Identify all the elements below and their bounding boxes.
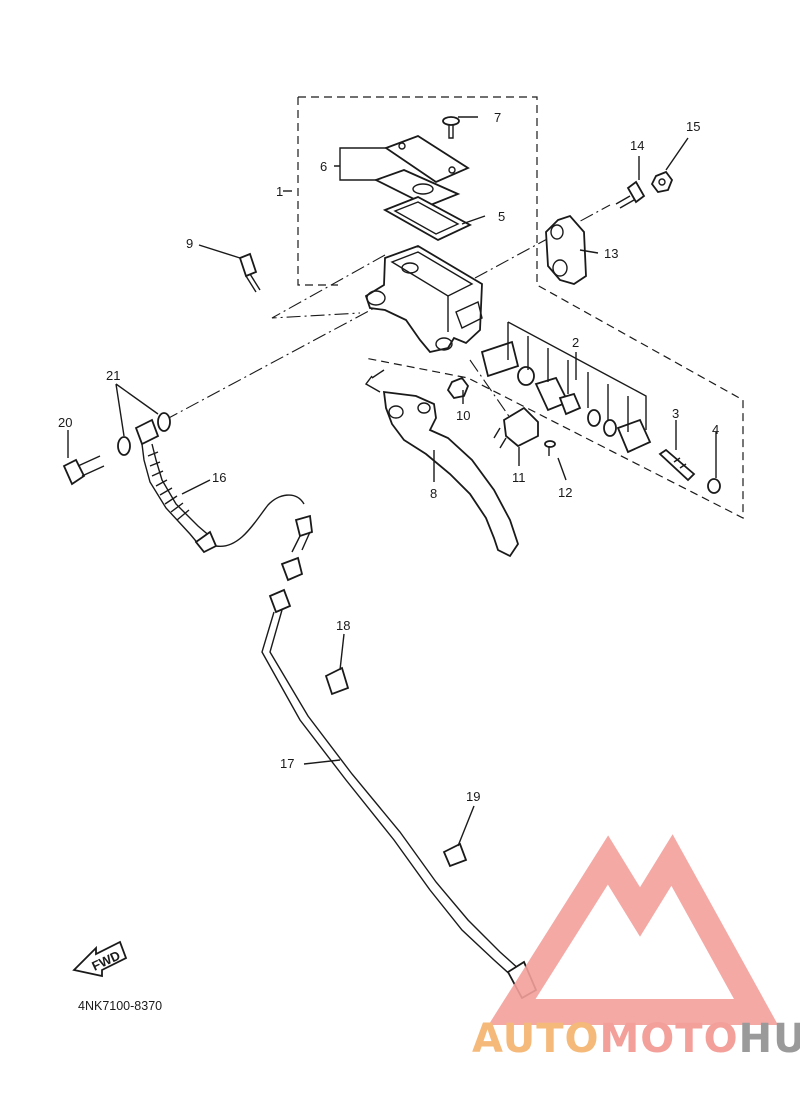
callout-7: 7 [494,110,501,125]
callout-6: 6 [320,159,327,174]
part-5-diaphragm [382,196,473,242]
callout-14: 14 [630,138,644,153]
part-12-screw [544,440,556,456]
axis-line-reservoir [271,254,386,319]
automotohub-logo: AUTOMOTOHUB [472,834,800,1062]
watermark-part-moto: MOTO [600,1016,739,1062]
callout-12: 12 [558,485,572,500]
callout-1: 1 [276,184,283,199]
axis-line-switch [469,359,516,426]
part-6-cover-plate [373,134,470,207]
part-7-screw [442,116,460,139]
callout-4: 4 [712,422,719,437]
part-15-nut [650,170,674,193]
part-21-copper-washers [117,412,171,456]
callout-13: 13 [604,246,618,261]
callout-17: 17 [280,756,294,771]
part-18-clamp [324,666,350,696]
callout-21: 21 [106,368,120,383]
callout-5: 5 [498,209,505,224]
callout-3: 3 [672,406,679,421]
part-2-piston-kit [480,321,652,454]
callout-16: 16 [212,470,226,485]
part-11-clutch-switch [493,406,539,449]
assembly-1-boundary [297,96,744,519]
axis-line-bracket [474,204,611,279]
callout-8: 8 [430,486,437,501]
callout-9: 9 [186,236,193,251]
callout-11: 11 [512,470,526,485]
axis-line-hose [164,304,381,421]
watermark-part-auto: AUTO [472,1016,600,1062]
callout-2: 2 [572,335,579,350]
master-cylinder-body [364,245,483,353]
part-17-clutch-pipe [261,588,538,1000]
callout-labels: 1 2 3 4 5 6 7 8 9 10 11 12 13 14 15 16 1… [58,110,719,804]
part-4-dust-boot [707,478,721,494]
watermark-part-hub: HUB [739,1016,800,1062]
part-14-bolt [615,180,646,209]
part-9-bolt [238,252,261,293]
part-8-clutch-lever [364,369,519,558]
callout-20: 20 [58,415,72,430]
callout-15: 15 [686,119,700,134]
callout-10: 10 [456,408,470,423]
part-3-push-rod [658,448,696,482]
diagram-code: 4NK7100-8370 [78,999,162,1013]
part-16-clutch-hose [134,418,313,582]
watermark-logo-mark [488,834,779,1025]
part-19-clamp [442,842,468,868]
watermark-text: AUTOMOTOHUB [472,1016,800,1062]
part-13-holder [545,214,587,285]
callout-18: 18 [336,618,350,633]
part-20-banjo-bolt [62,455,105,486]
leader-lines [67,116,717,847]
part-10-nut [446,376,470,399]
fwd-arrow-icon: FWD [72,940,128,978]
callout-19: 19 [466,789,480,804]
